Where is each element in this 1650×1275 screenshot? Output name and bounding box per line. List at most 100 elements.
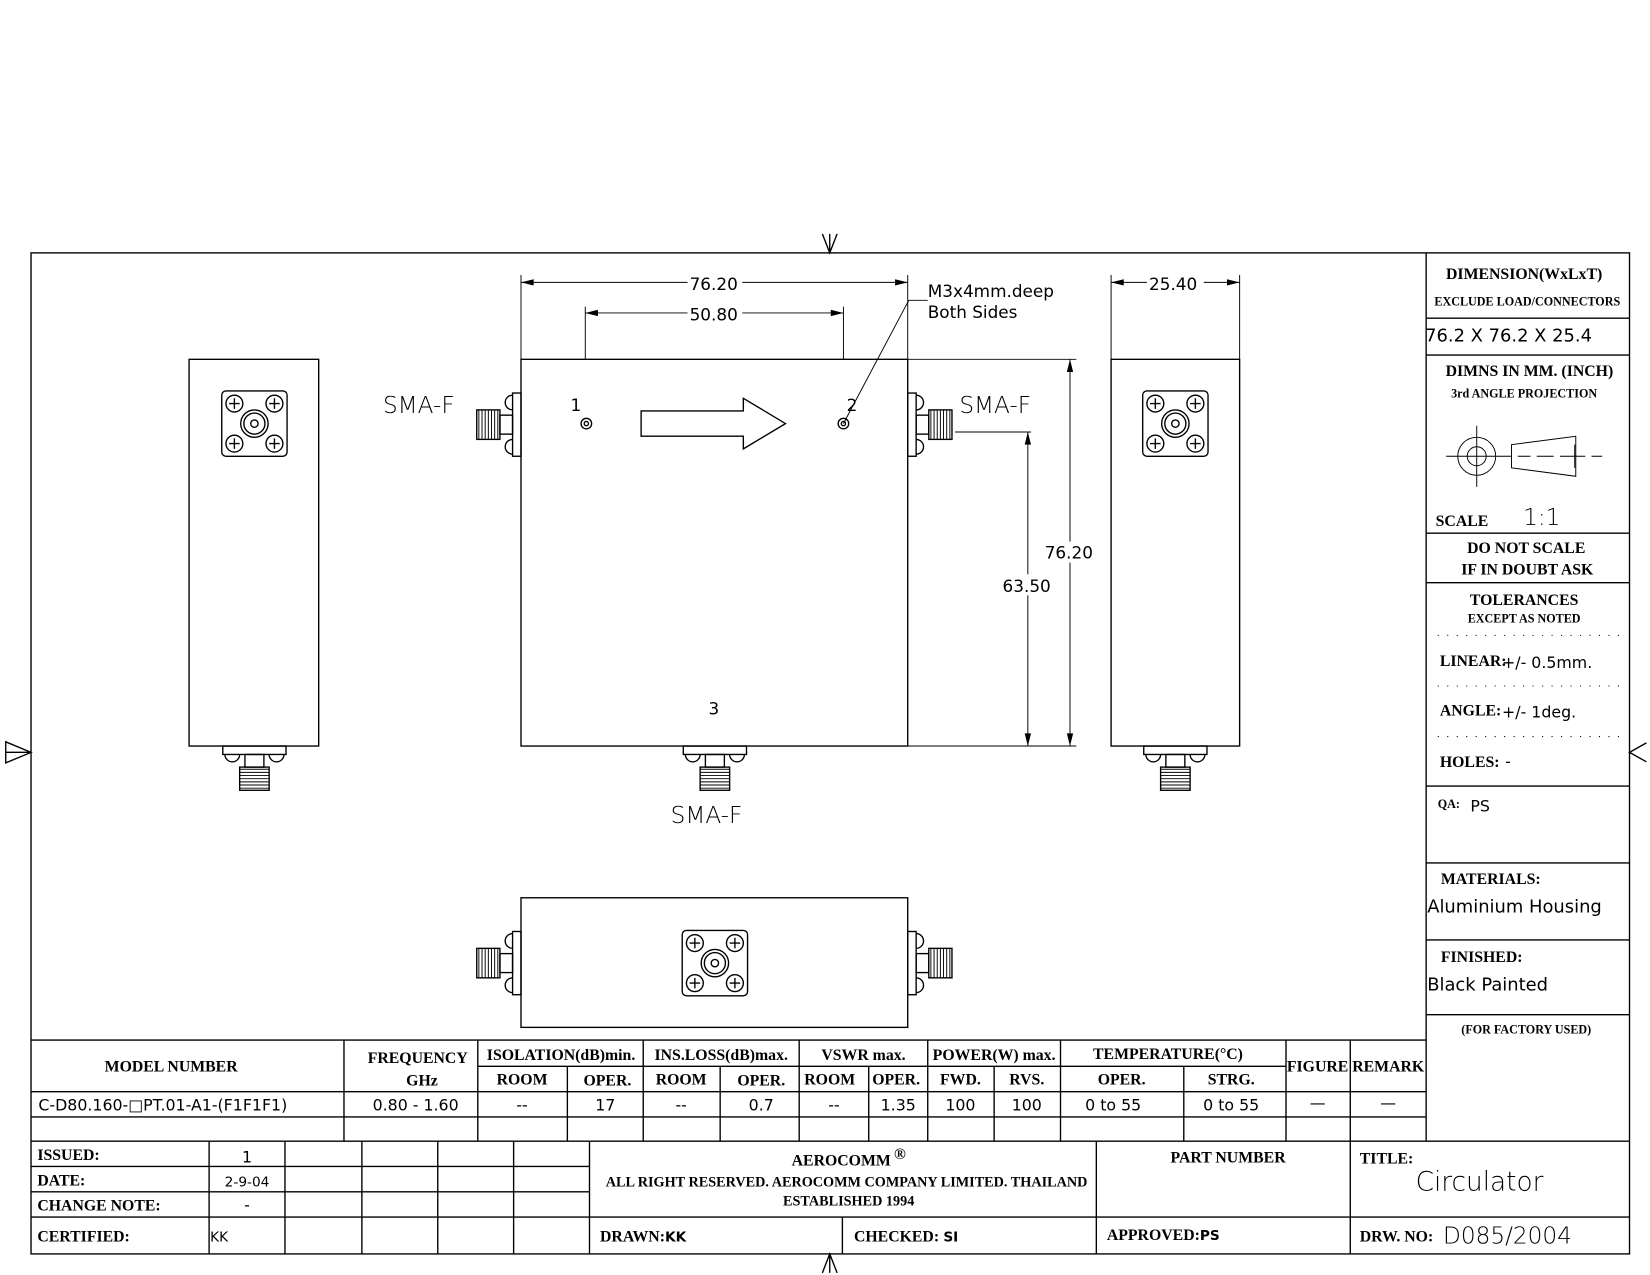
qa-value: PS: [1470, 796, 1490, 815]
power-fwd-value: 100: [945, 1096, 975, 1115]
materials-label: MATERIALS:: [1441, 871, 1541, 888]
center-mark-bottom: [821, 1252, 838, 1274]
left-side-view: [188, 358, 320, 791]
spec-table: MODEL NUMBER FREQUENCY GHz ISOLATION(dB)…: [31, 1039, 1630, 1142]
finished-label: FINISHED:: [1441, 949, 1523, 966]
center-mark-top: [821, 233, 838, 255]
if-in-doubt: IF IN DOUBT ASK: [1461, 561, 1594, 578]
tolerances-title: TOLERANCES: [1470, 592, 1579, 609]
header-power-fwd: FWD.: [940, 1071, 981, 1088]
hole-spacing-dimension: 50.80: [690, 304, 738, 324]
header-insloss-room: ROOM: [656, 1071, 707, 1088]
header-temp-oper: OPER.: [1098, 1071, 1146, 1088]
header-power-rvs: RVS.: [1009, 1071, 1044, 1088]
header-remark: REMARK: [1352, 1059, 1425, 1076]
isolation-room-value: --: [516, 1096, 527, 1115]
drawn-label: DRAWN:KK: [600, 1228, 688, 1245]
header-vswr: VSWR max.: [821, 1047, 905, 1064]
date-label: DATE:: [37, 1172, 85, 1189]
insloss-oper-value: 0.7: [749, 1096, 774, 1115]
title-value: Circulator: [1416, 1168, 1544, 1198]
finished-value: Black Painted: [1427, 974, 1548, 995]
materials-value: Aluminium Housing: [1427, 897, 1602, 918]
hole-note-line1: M3x4mm.deep: [928, 281, 1054, 301]
header-isolation: ISOLATION(dB)min.: [487, 1047, 636, 1064]
holes-label: HOLES:: [1440, 754, 1500, 771]
header-vswr-room: ROOM: [804, 1071, 855, 1088]
center-mark-left: [5, 740, 33, 764]
header-model: MODEL NUMBER: [105, 1059, 239, 1076]
thickness-dimension: 25.40: [1149, 274, 1197, 294]
scale-label: SCALE: [1436, 513, 1489, 530]
change-note-label: CHANGE NOTE:: [37, 1198, 160, 1215]
right-side-view: 25.40: [1110, 271, 1241, 791]
temp-strg-value: 0 to 55: [1203, 1096, 1259, 1115]
remark-value: —: [1380, 1094, 1396, 1113]
holes-value: -: [1505, 752, 1511, 771]
certified-value: KK: [210, 1229, 229, 1245]
figure-value: —: [1310, 1094, 1326, 1113]
main-view: 1 2 3 SMA-F SMA-F SMA-F 76.20 50.80 M3x4…: [383, 271, 1099, 829]
dimension-subtitle: EXCLUDE LOAD/CONNECTORS: [1434, 295, 1620, 309]
frequency-value: 0.80 - 1.60: [373, 1096, 459, 1115]
model-number: C-D80.160-□PT.01-A1-(F1F1F1): [38, 1096, 287, 1115]
checked-label: CHECKED:SI: [854, 1228, 958, 1245]
certified-label: CERTIFIED:: [37, 1228, 129, 1245]
scale-value: 1:1: [1523, 504, 1560, 531]
factory-label: (FOR FACTORY USED): [1461, 1023, 1591, 1037]
table-row: C-D80.160-□PT.01-A1-(F1F1F1) 0.80 - 1.60…: [38, 1094, 1396, 1115]
title-label: TITLE:: [1360, 1150, 1414, 1167]
linear-value: +/- 0.5mm.: [1502, 653, 1592, 672]
issued-value: 1: [242, 1147, 252, 1166]
dimension-title: DIMENSION(WxLxT): [1446, 266, 1602, 283]
header-ins-loss: INS.LOSS(dB)max.: [654, 1047, 787, 1064]
header-vswr-oper: OPER.: [872, 1071, 920, 1088]
header-frequency-unit: GHz: [406, 1072, 438, 1089]
dimension-value: 76.2 X 76.2 X 25.4: [1425, 325, 1592, 346]
header-power: POWER(W) max.: [933, 1047, 1056, 1064]
angle-label: ANGLE:: [1440, 702, 1501, 719]
units-label: DIMNS IN MM. (INCH): [1446, 363, 1614, 380]
center-mark-right: [1628, 742, 1647, 763]
rights-text: ALL RIGHT RESERVED. AEROCOMM COMPANY LIM…: [606, 1174, 1088, 1190]
port-3-label: 3: [709, 698, 720, 718]
height-dimension: 76.20: [1045, 542, 1093, 562]
width-dimension: 76.20: [690, 274, 738, 294]
issued-label: ISSUED:: [37, 1147, 99, 1164]
angle-value: +/- 1deg.: [1502, 703, 1576, 722]
title-block: ISSUED: 1 DATE: 2-9-04 CHANGE NOTE: - CE…: [31, 1141, 1630, 1254]
change-note-value: -: [244, 1196, 250, 1215]
connector-label-right: SMA-F: [959, 392, 1031, 419]
third-angle-projection-icon: [1446, 425, 1603, 487]
insloss-room-value: --: [675, 1096, 686, 1115]
established-text: ESTABLISHED 1994: [783, 1193, 914, 1209]
vswr-oper-value: 1.35: [881, 1096, 916, 1115]
connector-label-left: SMA-F: [383, 392, 455, 419]
header-temp-strg: STRG.: [1208, 1071, 1255, 1088]
except-noted: EXCEPT AS NOTED: [1468, 612, 1581, 626]
drawing-number-label: DRW. NO:: [1360, 1228, 1433, 1245]
header-isolation-room: ROOM: [497, 1071, 548, 1088]
direction-arrow: [640, 397, 787, 451]
header-frequency: FREQUENCY: [368, 1050, 469, 1067]
temp-oper-value: 0 to 55: [1085, 1096, 1141, 1115]
header-temperature: TEMPERATURE(°C): [1093, 1046, 1243, 1063]
approved-label: APPROVED:PS: [1107, 1227, 1220, 1244]
bottom-view: [476, 897, 953, 1029]
qa-label: QA:: [1438, 797, 1460, 811]
connector-label-bottom: SMA-F: [671, 802, 743, 829]
isolation-oper-value: 17: [595, 1096, 615, 1115]
port-height-dimension: 63.50: [1003, 576, 1051, 596]
port-1-label: 1: [571, 395, 582, 415]
port-2-label: 2: [847, 395, 858, 415]
power-rvs-value: 100: [1012, 1096, 1042, 1115]
hole-note-line2: Both Sides: [928, 302, 1018, 322]
part-number-label: PART NUMBER: [1170, 1149, 1286, 1166]
do-not-scale: DO NOT SCALE: [1467, 540, 1585, 557]
projection-label: 3rd ANGLE PROJECTION: [1451, 386, 1597, 400]
company-name: AEROCOMM®: [792, 1146, 906, 1169]
header-insloss-oper: OPER.: [737, 1072, 785, 1089]
header-figure: FIGURE: [1287, 1059, 1348, 1076]
vswr-room-value: --: [828, 1096, 839, 1115]
